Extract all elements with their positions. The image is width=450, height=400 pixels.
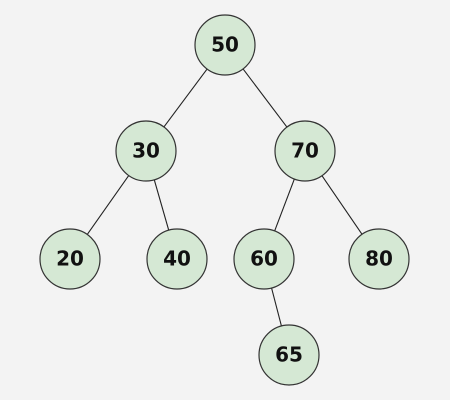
node-circle	[194, 14, 256, 76]
nodes-layer: 50 30 70 20 40 60 80 65	[39, 14, 410, 386]
node-label: 60	[250, 247, 278, 271]
edge-n50-n70	[242, 68, 288, 128]
tree-node-n20: 20	[39, 228, 101, 290]
tree-node-n80: 80	[348, 228, 410, 290]
node-circle	[146, 228, 208, 290]
node-label: 30	[132, 139, 160, 163]
node-label: 20	[56, 247, 84, 271]
tree-node-n65: 65	[258, 324, 320, 386]
tree-node-n70: 70	[274, 120, 336, 182]
edge-n60-n65	[271, 287, 282, 327]
edge-n30-n20	[86, 175, 130, 235]
tree-node-n30: 30	[115, 120, 177, 182]
tree-node-n40: 40	[146, 228, 208, 290]
tree-node-n50: 50	[194, 14, 256, 76]
node-circle	[233, 228, 295, 290]
node-label: 40	[163, 247, 191, 271]
node-circle	[258, 324, 320, 386]
edges-layer	[86, 68, 363, 327]
edge-n70-n60	[274, 178, 295, 232]
node-circle	[39, 228, 101, 290]
node-label: 70	[291, 139, 319, 163]
node-circle	[348, 228, 410, 290]
node-label: 80	[365, 247, 393, 271]
tree-node-n60: 60	[233, 228, 295, 290]
edge-n30-n40	[153, 179, 170, 231]
node-circle	[274, 120, 336, 182]
edge-n70-n80	[321, 175, 363, 235]
node-circle	[115, 120, 177, 182]
edge-n50-n30	[163, 68, 208, 128]
node-label: 65	[275, 343, 303, 367]
node-label: 50	[211, 33, 239, 57]
